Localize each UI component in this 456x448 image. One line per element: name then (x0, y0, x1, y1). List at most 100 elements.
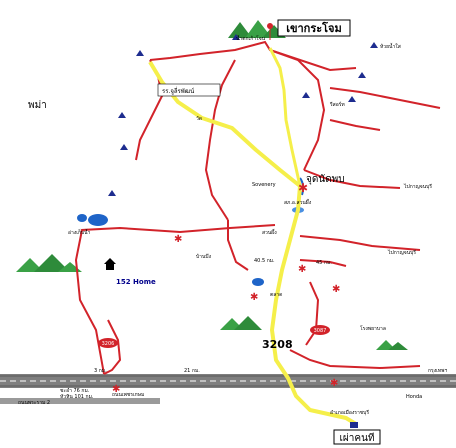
star-icon: ✱ (330, 378, 338, 389)
road-badges: 3206 3087 (98, 325, 330, 348)
country-label: พม่า (28, 100, 47, 111)
road-line (299, 259, 347, 267)
distance-label: 21 กม. (184, 368, 200, 374)
triangle-icon (370, 42, 378, 48)
place-label: วัด (196, 116, 202, 122)
distance-label: 45 กม. (316, 260, 332, 266)
road-line (289, 349, 421, 370)
route-line-north (268, 47, 302, 187)
house-icon-body (106, 264, 114, 270)
place-label: กรุงเทพฯ (428, 368, 447, 374)
road-line (204, 59, 236, 221)
red-road-network (74, 40, 441, 375)
place-label: สภ.อ.สวนผึ้ง (284, 197, 312, 206)
mountain-icon (245, 20, 272, 38)
place-label: ถนนพระราม 2 (18, 400, 50, 406)
road-line (329, 119, 381, 131)
place-label: โรงพยาบาล (360, 325, 386, 332)
route-number-label: 3208 (262, 338, 293, 351)
distance-label: 3 กม. (94, 368, 107, 374)
distance-label: หัวหิน 101 กม. (60, 393, 94, 400)
summit-label: เขากระโจม (286, 21, 342, 35)
distance-label: 40.5 กม. (254, 258, 275, 264)
triangle-icon (358, 72, 366, 78)
place-label: ห้วยน้ำใส (380, 41, 401, 50)
school-label-text: รร.จูลี่รพัฒน์ (162, 87, 194, 95)
water-bodies (77, 177, 305, 286)
road-line (103, 319, 122, 375)
place-label: ไปกาญจนบุรี (387, 249, 416, 256)
mountain-group-left (16, 254, 82, 272)
road-badge-3206 (98, 338, 118, 348)
road-number: 3206 (102, 341, 115, 347)
route-line (148, 60, 358, 426)
place-label: ไปกาญจนบุรี (403, 183, 432, 190)
mountain-icon (228, 22, 252, 38)
star-icon: ✱ (250, 292, 258, 303)
meeting-point-label: จุดนัดพบ (306, 174, 345, 185)
main-route (148, 47, 358, 426)
road-line (269, 49, 326, 171)
summit-label-box (277, 19, 351, 37)
triangle-icon (136, 50, 144, 56)
road-line (303, 169, 401, 189)
triangle-icon (118, 112, 126, 118)
place-label: ตลาด (270, 292, 282, 298)
peak-markers (108, 34, 378, 196)
lake-icon (77, 214, 87, 222)
destination-label: เผ่าคนที (339, 432, 374, 444)
place-label: สวนผึ้ง (262, 227, 277, 236)
road-badge-3087 (310, 325, 330, 335)
place-label: น้ำตกเก้าโจน (236, 33, 266, 42)
summit-marker: เขากระโจม (267, 19, 351, 40)
place-label: รีสอร์ท (330, 101, 345, 108)
square-marker-icon (350, 422, 358, 428)
road-line (329, 87, 441, 109)
mountain-icon (16, 258, 44, 272)
triangle-icon (302, 92, 310, 98)
road-line (149, 40, 357, 72)
road-line (299, 235, 421, 251)
river-line (299, 177, 305, 196)
lake-icon (252, 278, 264, 286)
triangle-icon (120, 144, 128, 150)
destination-marker: เผ่าคนที (333, 422, 381, 445)
triangle-icon (108, 190, 116, 196)
star-icon: ✱ (298, 264, 306, 275)
mountain-icon (388, 342, 408, 350)
mountain-icon (234, 316, 262, 330)
mountain-icon (34, 254, 70, 272)
place-label: Honda (406, 394, 422, 400)
road-number: 3087 (314, 328, 327, 334)
star-icon: ✱ (332, 284, 340, 295)
triangle-icon (348, 96, 356, 102)
waypoint-stars: ✱ ✱ ✱ ✱ ✱ ✱ ✱ (112, 181, 340, 395)
place-label: บ้านบึง (196, 253, 212, 260)
rama2-road (0, 398, 160, 404)
destination-label-box (333, 429, 381, 445)
distance-label: ชะอำ 76 กม. (60, 388, 90, 394)
house-icon (104, 258, 116, 264)
star-icon: ✱ (174, 234, 182, 245)
place-label: อำเภอเมืองราชบุรี (330, 409, 369, 416)
highway-road (0, 374, 456, 388)
triangle-icon (232, 34, 240, 40)
road-line (305, 281, 320, 346)
home-marker: 152 Home (104, 258, 156, 286)
mountain-icon (376, 340, 396, 350)
school-label-box (157, 83, 221, 97)
place-label: อ่างเก็บน้ำ (68, 227, 91, 236)
highway-band (0, 374, 456, 404)
school-label: รร.จูลี่รพัฒน์ (157, 83, 221, 97)
road-line (227, 220, 249, 271)
road-line (74, 224, 276, 375)
mountain-group-bottom-right (220, 316, 408, 350)
star-icon: ✱ (112, 384, 120, 395)
star-icon: ✱ (298, 181, 308, 195)
lake-icon (88, 214, 108, 226)
meeting-point: จุดนัดพบ (306, 174, 345, 185)
place-label: Sovenery (252, 182, 276, 188)
home-label: 152 Home (116, 278, 156, 286)
